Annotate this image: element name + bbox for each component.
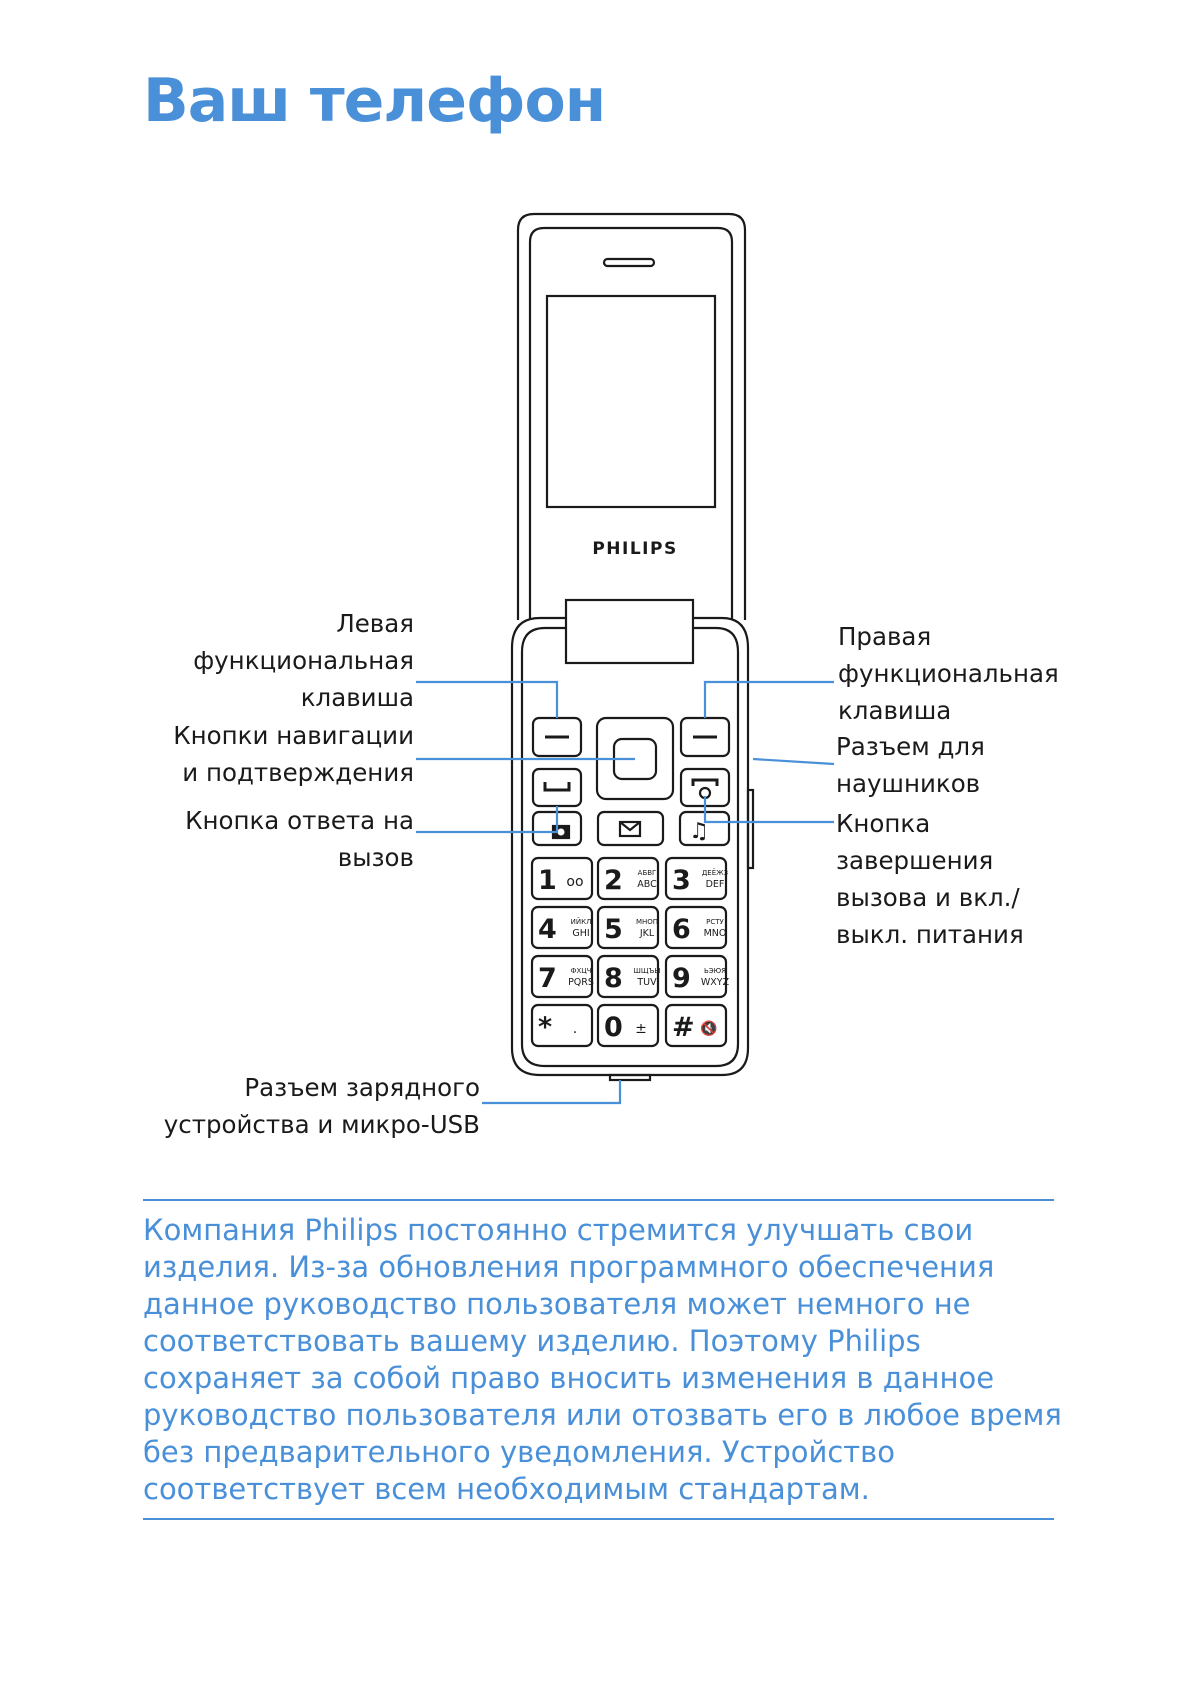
call-key (531, 767, 583, 808)
key-cyrillic-letters: РСТУ (706, 918, 724, 926)
callout-right-soft-key (703, 680, 834, 718)
label-headset: Разъем для наушников (836, 732, 985, 798)
usb-port (608, 1073, 652, 1082)
phone-upper-inner (528, 226, 734, 620)
key-frame (596, 856, 660, 901)
callout-call-key (416, 806, 559, 834)
key-6[interactable]: 6 РСТУ MNO (664, 905, 728, 950)
key-symbol: ± (635, 1021, 647, 1037)
key-frame (596, 1003, 660, 1048)
message-key (596, 810, 665, 847)
key-digit: 1 (538, 865, 557, 896)
key-digit: 6 (672, 914, 691, 945)
label-right-soft-key: Правая функциональная клавиша (838, 622, 1059, 725)
callout-left-soft-key (416, 680, 559, 718)
phone-hinge (564, 598, 695, 665)
key-cyrillic-letters: ШЩЪЫ (633, 967, 660, 975)
key-frame (530, 1003, 594, 1048)
key-frame (530, 856, 594, 901)
key-4[interactable]: 4 ИЙКЛ GHI (530, 905, 594, 950)
key-2[interactable]: 2 АБВГ ABC (596, 856, 660, 901)
key-hash[interactable]: #🔇 (664, 1003, 728, 1048)
key-cyrillic-letters: АБВГ (638, 869, 657, 877)
key-3[interactable]: 3 ДЕЁЖЗ DEF (664, 856, 729, 901)
phone-lower-inner (520, 626, 740, 1068)
phone-lower-body (510, 616, 750, 1077)
keypad: 1 oo 2 АБВГ ABC 3 ДЕЁЖЗ DEF 4 ИЙКЛ GHI 5 МНОП JKL 6 РСТ… (530, 856, 730, 1048)
key-8[interactable]: 8 ШЩЪЫ TUV (596, 954, 661, 999)
callout-charger (482, 1080, 622, 1105)
key-cyrillic-letters: ФХЦЧ (570, 967, 591, 975)
key-digit: 5 (604, 914, 623, 945)
key-frame (596, 954, 660, 999)
key-digit: 3 (672, 865, 691, 896)
notice-text: Компания Philips постоянно стремится улу… (143, 1213, 1062, 1506)
key-latin-letters: DEF (706, 879, 725, 890)
phone-screen (545, 294, 717, 509)
key-cyrillic-letters: ИЙКЛ (571, 917, 592, 926)
key-digit: 4 (538, 914, 557, 945)
key-latin-letters: TUV (636, 977, 657, 988)
key-latin-letters: GHI (572, 928, 589, 939)
callout-headset (752, 757, 835, 766)
key-cyrillic-letters: ЬЭЮЯ (704, 967, 726, 975)
key-0[interactable]: 0± (596, 1003, 660, 1048)
key-digit: 7 (538, 963, 557, 994)
key-frame (664, 1003, 728, 1048)
key-latin-letters: WXYZ (701, 977, 730, 988)
key-digit: 8 (604, 963, 623, 994)
key-frame (664, 856, 728, 901)
key-latin-letters: ABC (637, 879, 657, 890)
key-digit: 0 (604, 1012, 623, 1043)
label-nav-keys: Кнопки навигации и подтверждения (173, 721, 414, 787)
key-digit: 9 (672, 963, 691, 994)
notice-top-rule (143, 1199, 1054, 1201)
label-end-key: Кнопка завершения вызова и вкл./ выкл. п… (836, 809, 1024, 949)
key-latin-letters: PQRS (568, 977, 594, 988)
key-1[interactable]: 1 oo (530, 856, 594, 901)
key-9[interactable]: 9 ЬЭЮЯ WXYZ (664, 954, 730, 999)
key-digit: # (672, 1012, 695, 1043)
callout-end-key (703, 796, 834, 824)
key-cyrillic-letters: МНОП (636, 918, 658, 926)
key-symbol: oo (566, 874, 583, 890)
key-frame (664, 905, 728, 950)
key-digit: 2 (604, 865, 623, 896)
brand-logo: PHILIPS (592, 539, 677, 559)
page-title: Ваш телефон (143, 66, 606, 136)
notice-bottom-rule (143, 1518, 1054, 1520)
key-latin-letters: JKL (639, 928, 655, 939)
key-star[interactable]: *. (530, 1003, 594, 1048)
music-note-icon: ♫ (689, 819, 709, 844)
key-symbol: . (573, 1021, 577, 1037)
key-symbol: 🔇 (700, 1020, 717, 1037)
key-digit: * (538, 1012, 552, 1043)
side-volume-key (746, 788, 755, 870)
phone-upper-flip (516, 212, 747, 620)
key-5[interactable]: 5 МНОП JKL (596, 905, 660, 950)
key-frame (530, 954, 594, 999)
key-cyrillic-letters: ДЕЁЖЗ (702, 868, 729, 877)
label-charger: Разъем зарядного устройства и микро-USB (163, 1073, 480, 1139)
key-frame (664, 954, 728, 999)
key-7[interactable]: 7 ФХЦЧ PQRS (530, 954, 594, 999)
key-frame (530, 905, 594, 950)
key-frame (596, 905, 660, 950)
label-call-key: Кнопка ответа на вызов (185, 806, 414, 872)
key-latin-letters: MNO (704, 928, 727, 939)
earpiece (602, 257, 656, 268)
label-left-soft-key: Левая функциональная клавиша (193, 609, 414, 712)
